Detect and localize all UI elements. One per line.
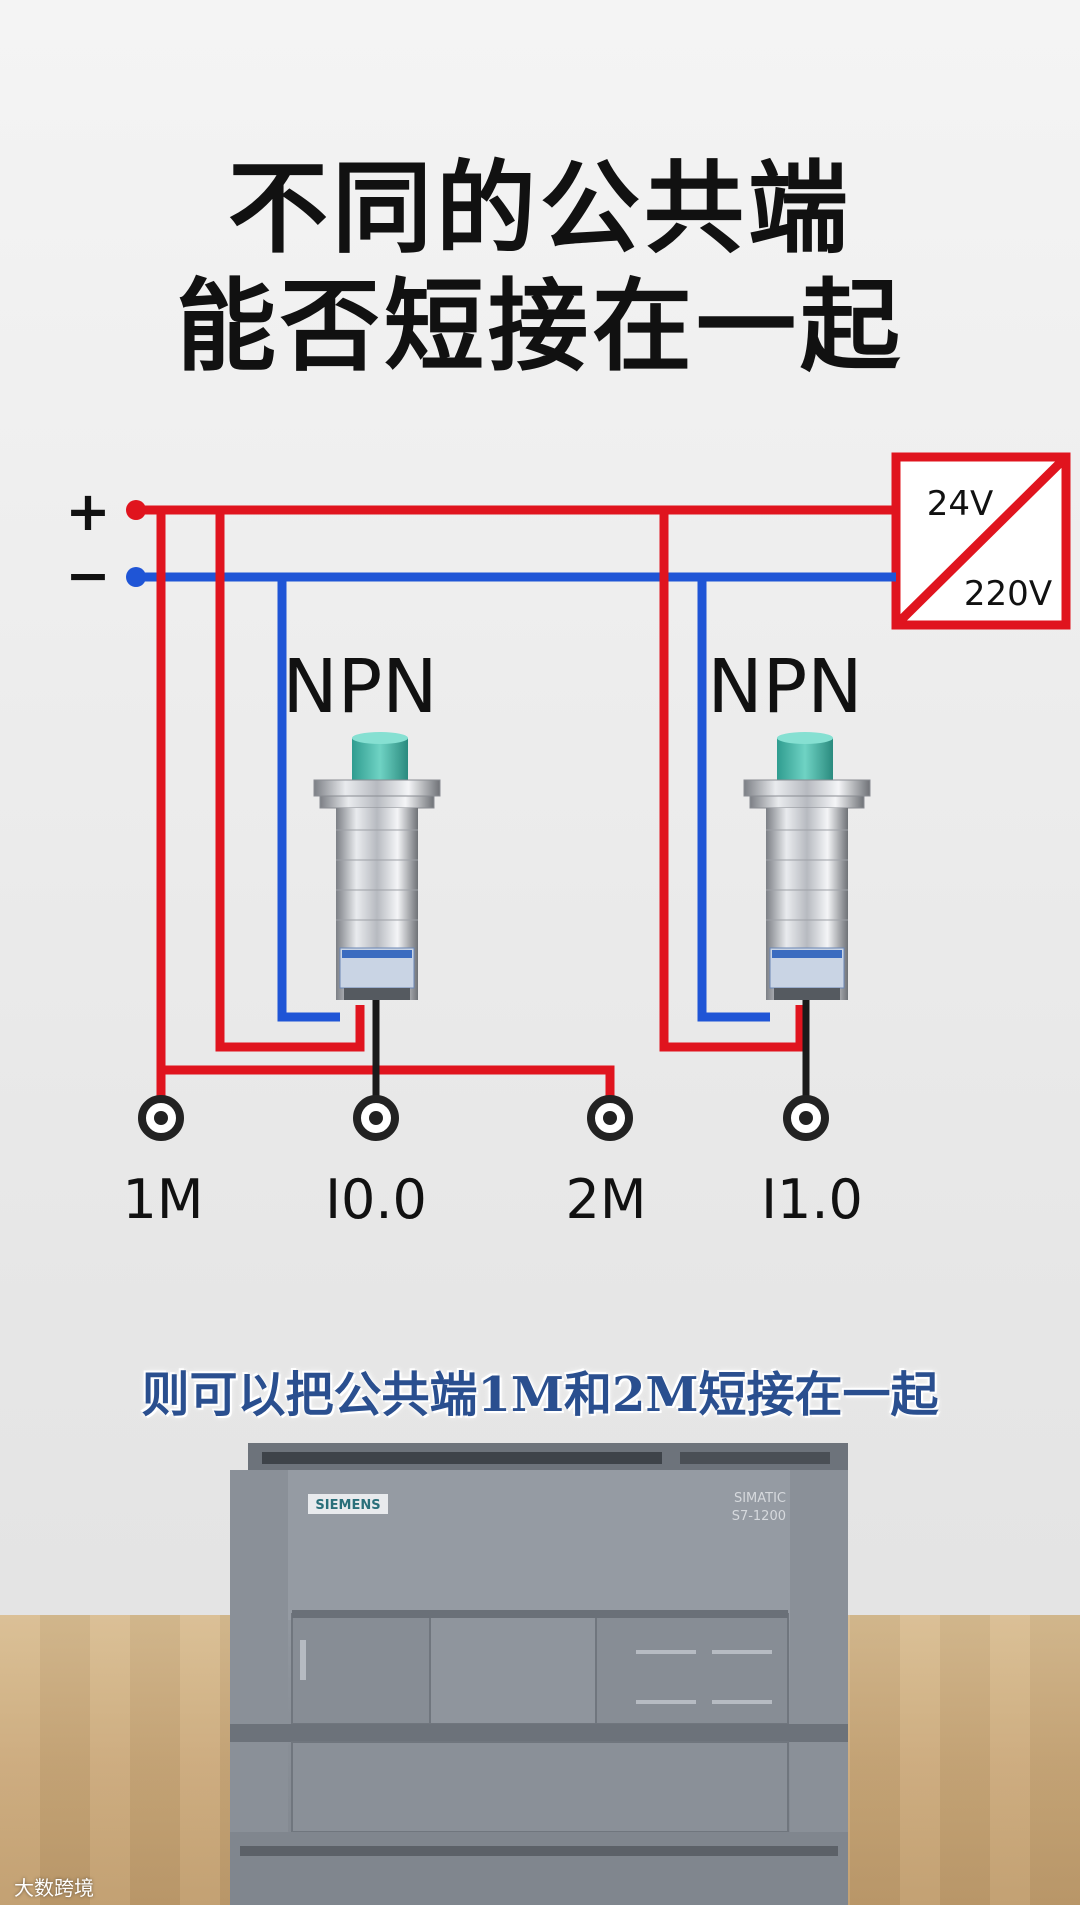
sensor-2-type-label: NPN	[707, 644, 862, 730]
common-link-wire	[156, 510, 615, 1115]
siemens-logo: SIEMENS	[308, 1494, 388, 1514]
terminal-i0-0	[353, 1095, 399, 1141]
proximity-sensor-1	[313, 732, 441, 1000]
proximity-sensor-2	[743, 732, 871, 1000]
terminal-label-1m: 1M	[123, 1168, 204, 1231]
terminal-1m	[138, 1070, 184, 1141]
sensor2-negative-wire	[697, 577, 770, 1022]
sensor-1-type-label: NPN	[282, 644, 437, 730]
negative-wires	[136, 572, 896, 1022]
brand-label: SIEMENS	[315, 1498, 380, 1513]
sensor2-positive-wire	[659, 510, 805, 1052]
title-line-2: 能否短接在一起	[176, 268, 904, 385]
terminal-i1-0	[783, 1095, 829, 1141]
negative-symbol: −	[65, 544, 110, 607]
wiring-diagram: + − 24V 220V	[65, 452, 1071, 1231]
watermark: 大数跨境	[14, 1876, 94, 1900]
terminal-label-2m: 2M	[566, 1168, 647, 1231]
model-line-2: S7-1200	[732, 1509, 786, 1524]
page-title: 不同的公共端 能否短接在一起	[0, 150, 1080, 386]
title-line-1: 不同的公共端	[228, 150, 852, 267]
converter-input-label: 220V	[964, 574, 1052, 614]
power-converter: 24V 220V	[891, 452, 1071, 630]
positive-symbol: +	[65, 480, 110, 543]
model-line-1: SIMATIC	[734, 1491, 786, 1506]
sensor1-negative-wire	[277, 577, 340, 1022]
terminal-2m	[587, 1095, 633, 1141]
sensor1-positive-wire	[215, 510, 365, 1052]
terminal-label-i0-0: I0.0	[325, 1168, 427, 1231]
terminal-label-i1-0: I1.0	[761, 1168, 863, 1231]
caption-text: 则可以把公共端1M和2M短接在一起	[141, 1367, 939, 1423]
positive-wires	[136, 505, 896, 1115]
converter-output-label: 24V	[927, 484, 994, 524]
